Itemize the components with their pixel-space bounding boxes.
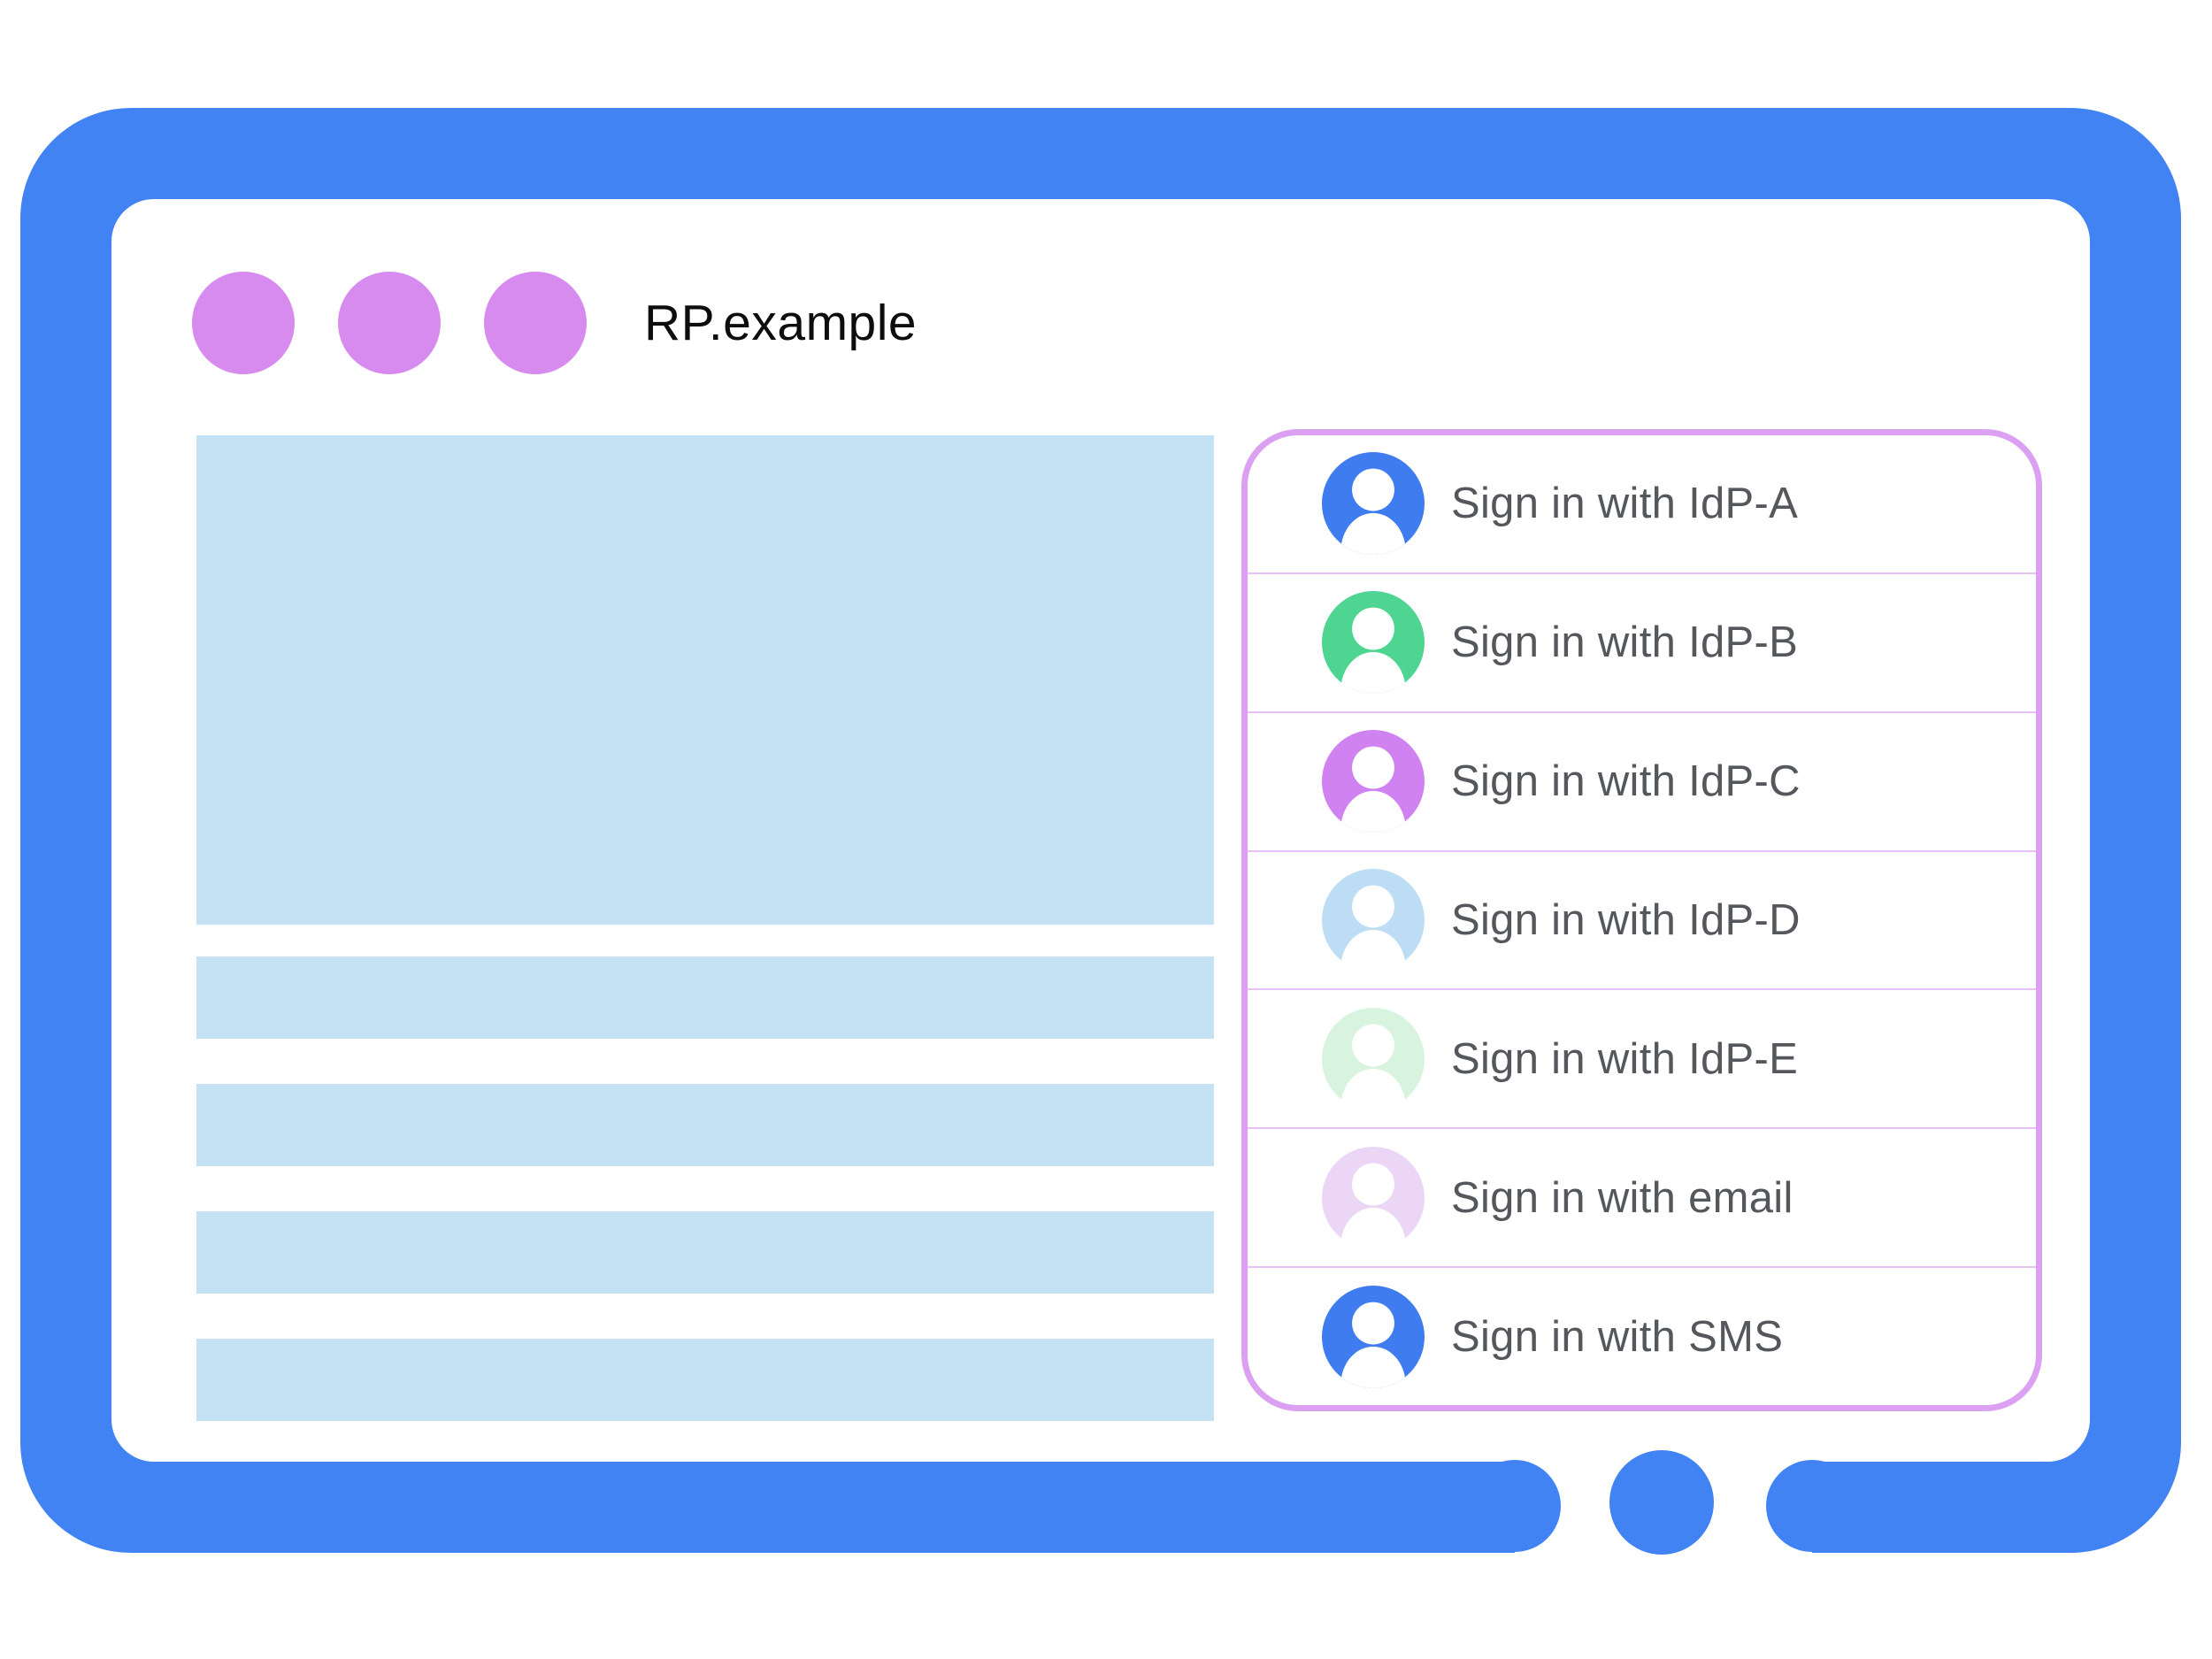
skeleton-line	[196, 1084, 1214, 1166]
signin-option-label: Sign in with IdP-C	[1451, 757, 1801, 806]
signin-option-email[interactable]: Sign in with email	[1248, 1127, 2036, 1266]
page-title: RP.example	[644, 295, 918, 351]
user-avatar-icon	[1322, 730, 1425, 833]
user-avatar-icon	[1322, 591, 1425, 695]
signin-option-idp-a[interactable]: Sign in with IdP-A	[1248, 435, 2036, 572]
user-avatar-icon	[1322, 869, 1425, 972]
user-avatar-icon	[1322, 452, 1425, 556]
skeleton-line	[196, 1339, 1214, 1421]
signin-panel: Sign in with IdP-A Sign in with IdP-B Si…	[1241, 429, 2042, 1411]
signin-option-label: Sign in with IdP-A	[1451, 480, 1799, 528]
signin-option-idp-d[interactable]: Sign in with IdP-D	[1248, 849, 2036, 989]
window-control-dot	[338, 272, 441, 374]
user-avatar-icon	[1322, 1146, 1425, 1249]
signin-option-label: Sign in with IdP-E	[1451, 1034, 1799, 1083]
user-avatar-icon	[1322, 1007, 1425, 1110]
skeleton-hero-block	[196, 435, 1214, 925]
signin-option-label: Sign in with IdP-B	[1451, 618, 1799, 667]
signin-option-idp-b[interactable]: Sign in with IdP-B	[1248, 572, 2036, 711]
signin-option-label: Sign in with IdP-D	[1451, 896, 1801, 944]
signin-option-sms[interactable]: Sign in with SMS	[1248, 1266, 2036, 1405]
bezel-cap-left	[1469, 1460, 1561, 1552]
home-button	[1609, 1450, 1714, 1555]
signin-option-idp-e[interactable]: Sign in with IdP-E	[1248, 988, 2036, 1127]
window-control-dot	[192, 272, 295, 374]
signin-option-label: Sign in with SMS	[1451, 1312, 1784, 1361]
skeleton-line	[196, 1211, 1214, 1294]
signin-option-idp-c[interactable]: Sign in with IdP-C	[1248, 710, 2036, 850]
skeleton-line	[196, 956, 1214, 1039]
window-control-dot	[484, 272, 587, 374]
user-avatar-icon	[1322, 1285, 1425, 1388]
bezel-cap-right	[1766, 1460, 1858, 1552]
signin-option-label: Sign in with email	[1451, 1173, 1793, 1222]
